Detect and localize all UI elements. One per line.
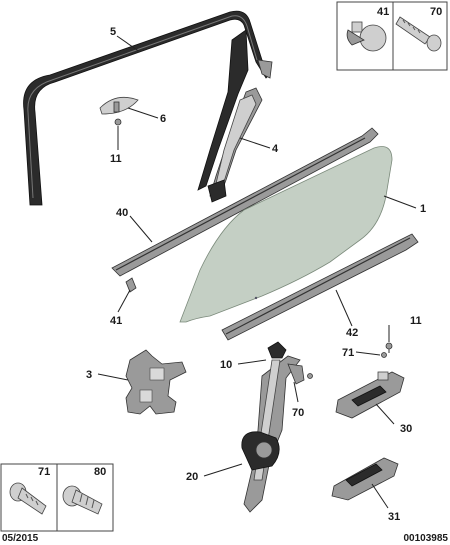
callout-6: 6 [160,113,166,125]
callout-70: 70 [292,407,304,419]
footer-reference: 00103985 [404,533,449,544]
box-label-80: 80 [94,466,106,478]
callout-42: 42 [346,327,358,339]
box-label-71: 71 [38,466,50,478]
box-label-70: 70 [430,6,442,18]
callout-40: 40 [116,207,128,219]
callout-5: 5 [110,26,116,38]
callout-31: 31 [388,511,400,523]
window-glass [179,146,393,323]
clip-41-lower [125,277,137,293]
callout-71: 71 [342,347,354,359]
trim-clip-6 [99,96,139,115]
callout-10: 10 [220,359,232,371]
screw-icon [395,16,442,52]
leader-lines [97,35,417,509]
window-run-channel [207,87,263,203]
small-screw-11-upper [114,118,122,126]
push-clip-icon [346,21,387,52]
fastener-box-top: 41 70 [336,1,448,71]
fir-tree-clip-icon [62,485,103,515]
bolt-icon [9,482,47,515]
inner-belt-weatherstrip [111,127,379,277]
footer-date: 05/2015 [2,533,39,544]
door-frame-seal [23,10,273,206]
callout-11-lower: 11 [410,315,422,327]
screw-71 [381,352,387,358]
callout-30: 30 [400,423,412,435]
window-regulator [241,341,313,513]
callout-labels: 5 6 11 4 1 40 41 42 11 71 10 3 70 30 20 … [86,26,426,523]
callout-1: 1 [420,203,426,215]
callout-4: 4 [272,143,279,155]
small-screw-11-lower [385,342,393,353]
mounting-bracket [125,349,187,415]
fastener-box-bottom: 71 80 [0,463,114,532]
box-label-41: 41 [377,6,389,18]
callout-20: 20 [186,471,198,483]
outer-belt-weatherstrip [221,233,419,341]
callout-11-upper: 11 [110,153,122,165]
window-switch-31 [331,457,399,501]
callout-3: 3 [86,369,92,381]
callout-41: 41 [110,315,122,327]
window-switch-30 [335,371,405,419]
